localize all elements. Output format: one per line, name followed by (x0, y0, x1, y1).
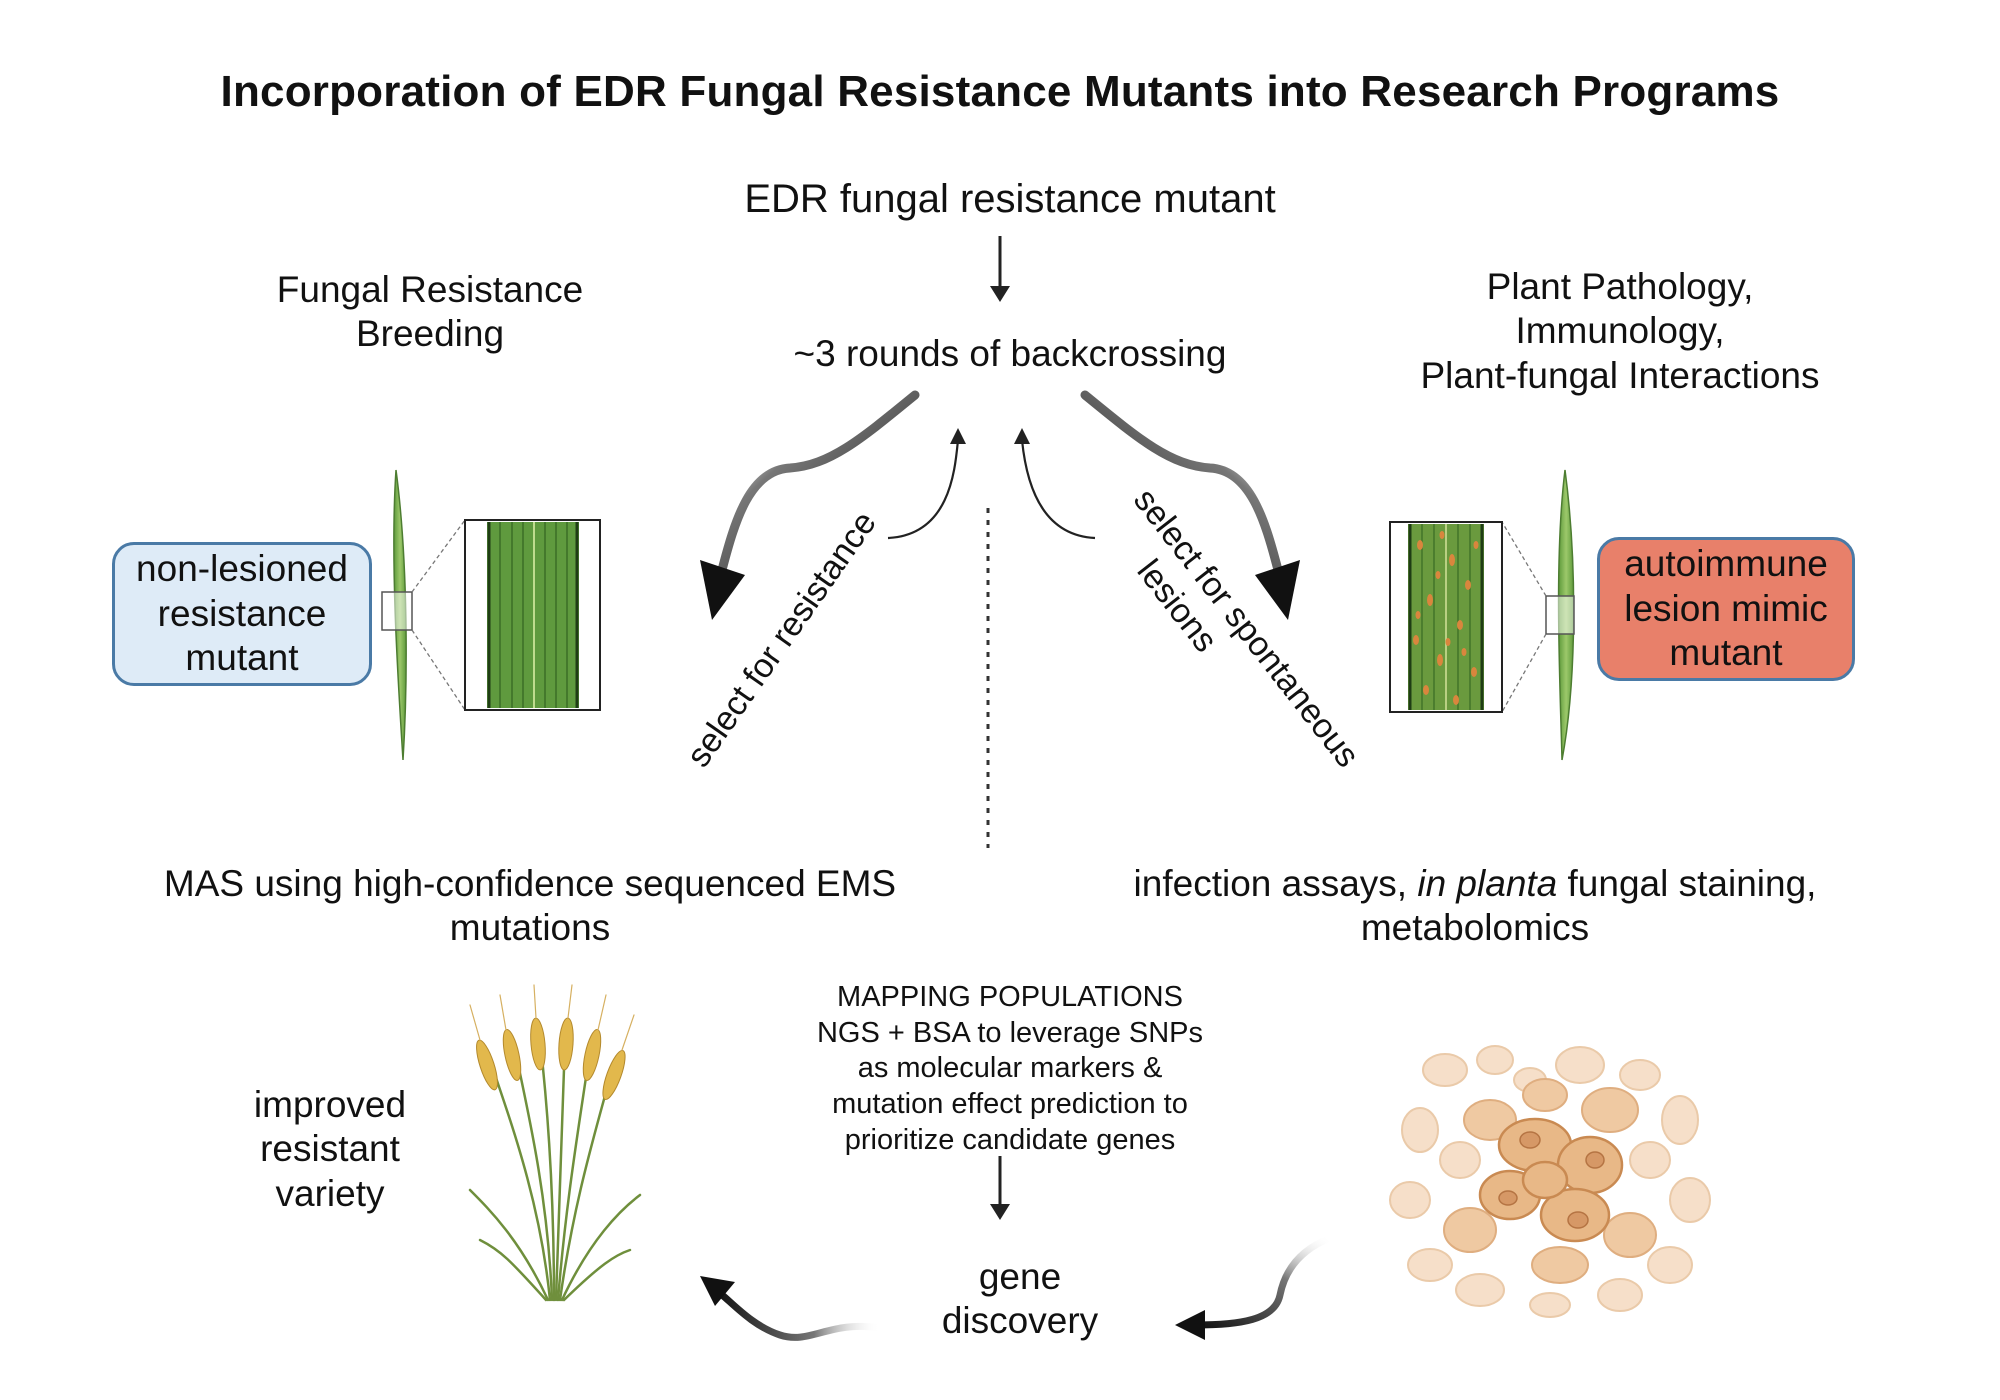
backcross-node: ~3 rounds of backcrossing (793, 333, 1227, 374)
right-header-line-3: Plant-fungal Interactions (1420, 354, 1820, 396)
non-lesioned-mutant-box: non-lesioned resistance mutant (112, 542, 372, 686)
gene-discovery-line-1: gene (978, 1256, 1062, 1297)
right-method-line-2: metabolomics (1360, 907, 1590, 949)
lesion-mimic-mutant-box: autoimmune lesion mimic mutant (1597, 537, 1855, 681)
variety-line-3: variety (275, 1172, 385, 1214)
mapping-line-4: mutation effect prediction to (832, 1087, 1188, 1120)
arrow-mapping-to-discovery (990, 1156, 1010, 1220)
left-method-line-2: mutations (449, 907, 611, 949)
right-method-post: fungal staining, (1557, 863, 1817, 904)
right-box-line-1: autoimmune (1624, 543, 1828, 585)
improved-variety-text: improved resistant variety (200, 1083, 460, 1216)
figure-title: Incorporation of EDR Fungal Resistance M… (220, 67, 1780, 116)
wheat-leaf-icon (381, 469, 466, 761)
wheat-plant-icon (468, 984, 642, 1302)
right-box-line-2: lesion mimic (1624, 587, 1828, 629)
wheat-leaf-right-icon (1501, 469, 1575, 761)
arrow-pathology-to-discovery (1175, 1234, 1334, 1340)
left-header-line-2: Breeding (355, 313, 505, 355)
fungal-cells-icon (1389, 1045, 1711, 1318)
arrow-top-to-backcross (990, 236, 1010, 302)
gene-discovery-line-2: discovery (941, 1300, 1099, 1342)
feedback-arrow-right (1014, 428, 1096, 540)
arrow-discovery-to-variety (700, 1276, 884, 1341)
leaf-closeup-icon (464, 519, 601, 711)
mapping-line-1: MAPPING POPULATIONS (837, 981, 1183, 1013)
right-method-text: infection assays, in planta fungal stain… (1080, 862, 1870, 951)
right-method-pre: infection assays, (1133, 863, 1418, 904)
right-method-line-1: infection assays, in planta fungal stain… (1080, 862, 1870, 906)
mapping-line-5: prioritize candidate genes (844, 1123, 1176, 1156)
mapping-line-2: NGS + BSA to leverage SNPs (816, 1016, 1204, 1049)
feedback-arrow-left (887, 428, 966, 540)
left-box-line-1: non-lesioned (136, 548, 348, 590)
left-header-line-1: Fungal Resistance (276, 269, 584, 310)
right-box-line-3: mutant (1669, 632, 1783, 674)
mapping-populations-text: MAPPING POPULATIONS NGS + BSA to leverag… (740, 980, 1280, 1158)
mapping-line-3: as molecular markers & (857, 1052, 1163, 1085)
left-box-line-2: resistance (157, 592, 327, 634)
gene-discovery-text: gene discovery (880, 1255, 1160, 1344)
left-section-header: Fungal Resistance Breeding (200, 268, 660, 357)
arrow-to-pathology (1080, 390, 1300, 620)
right-header-line-2: Immunology, (1515, 310, 1725, 352)
top-node: EDR fungal resistance mutant (744, 177, 1276, 221)
right-method-italic: in planta (1417, 863, 1558, 904)
left-box-line-3: mutant (185, 637, 299, 679)
variety-line-1: improved (253, 1084, 407, 1125)
left-method-line-1: MAS using high-confidence sequenced EMS (163, 863, 897, 904)
lesioned-leaf-closeup-icon (1389, 521, 1503, 713)
left-method-text: MAS using high-confidence sequenced EMS … (100, 862, 960, 951)
variety-line-2: resistant (260, 1128, 400, 1170)
arrow-to-breeding (700, 390, 920, 620)
right-header-line-1: Plant Pathology, (1486, 266, 1754, 307)
right-section-header: Plant Pathology, Immunology, Plant-funga… (1360, 265, 1880, 398)
